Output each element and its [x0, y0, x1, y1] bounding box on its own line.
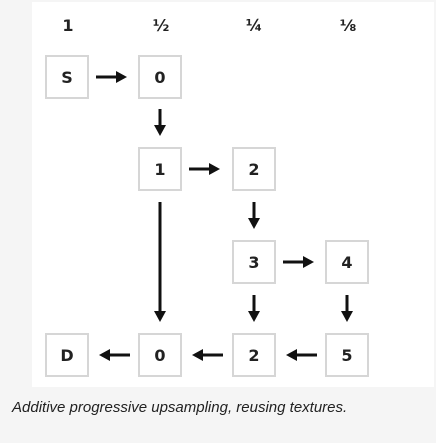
arrow-down-icon — [154, 109, 166, 136]
node-half-bottom: 0 — [138, 333, 182, 377]
column-label-full: 1 — [62, 16, 74, 35]
arrow-right-icon — [96, 71, 127, 83]
node-half-mid: 1 — [138, 147, 182, 191]
node-eighth-bottom: 5 — [325, 333, 369, 377]
column-label-eighth: ⅛ — [339, 16, 357, 35]
node-quarter-bottom: 2 — [232, 333, 276, 377]
node-half-top: 0 — [138, 55, 182, 99]
arrow-left-icon — [99, 349, 130, 361]
arrow-left-icon — [286, 349, 317, 361]
flow-arrows — [96, 71, 353, 361]
node-source: S — [45, 55, 89, 99]
column-label-quarter: ¼ — [245, 16, 263, 35]
diagram-figure: 1 ½ ¼ ⅛ S 0 1 2 3 4 D 0 2 5 — [32, 2, 434, 387]
column-label-half: ½ — [152, 16, 170, 35]
arrow-down-icon — [248, 295, 260, 322]
arrow-left-icon — [192, 349, 223, 361]
node-dest: D — [45, 333, 89, 377]
figure-caption: Additive progressive upsampling, reusing… — [12, 399, 348, 416]
node-eighth-low: 4 — [325, 240, 369, 284]
arrow-right-icon — [283, 256, 314, 268]
node-quarter-low: 3 — [232, 240, 276, 284]
arrow-right-icon — [189, 163, 220, 175]
arrow-down-long-icon — [154, 202, 166, 322]
arrow-down-icon — [341, 295, 353, 322]
node-quarter-mid: 2 — [232, 147, 276, 191]
arrow-down-icon — [248, 202, 260, 229]
